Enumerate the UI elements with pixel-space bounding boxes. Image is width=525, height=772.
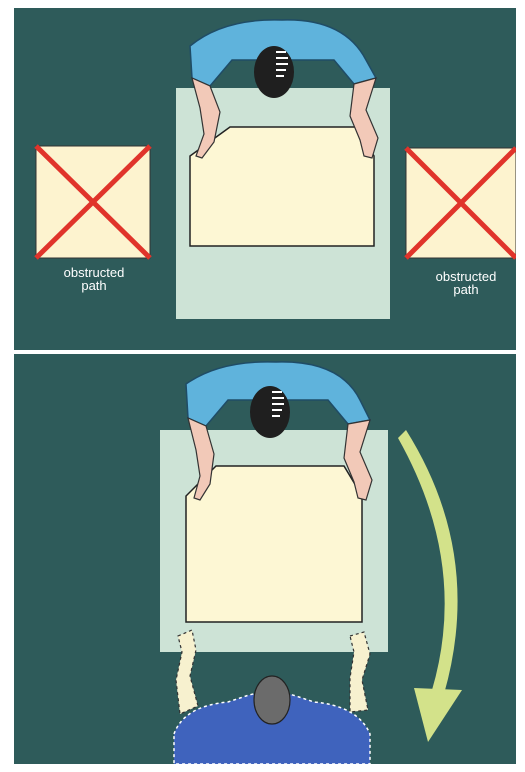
worker-head (250, 386, 290, 438)
right-caption-line2: path (406, 283, 525, 296)
left-caption-line2: path (34, 279, 154, 292)
arrow-shaft (398, 430, 458, 694)
left-caption: obstructed path (34, 266, 154, 292)
bottom-scene (14, 354, 516, 764)
helper-right-arm (350, 632, 370, 712)
obstructed-box-left (36, 146, 150, 258)
bottom-panel (14, 354, 516, 764)
helper-head (254, 676, 290, 724)
top-scene (14, 8, 516, 350)
load (186, 466, 362, 622)
load (190, 127, 374, 246)
right-caption: obstructed path (406, 270, 525, 296)
top-panel: obstructed path obstructed path (14, 8, 516, 350)
arrow-head (414, 688, 462, 742)
worker-head (254, 46, 294, 98)
rotation-arrow (398, 430, 462, 742)
obstructed-box-right (406, 148, 516, 258)
